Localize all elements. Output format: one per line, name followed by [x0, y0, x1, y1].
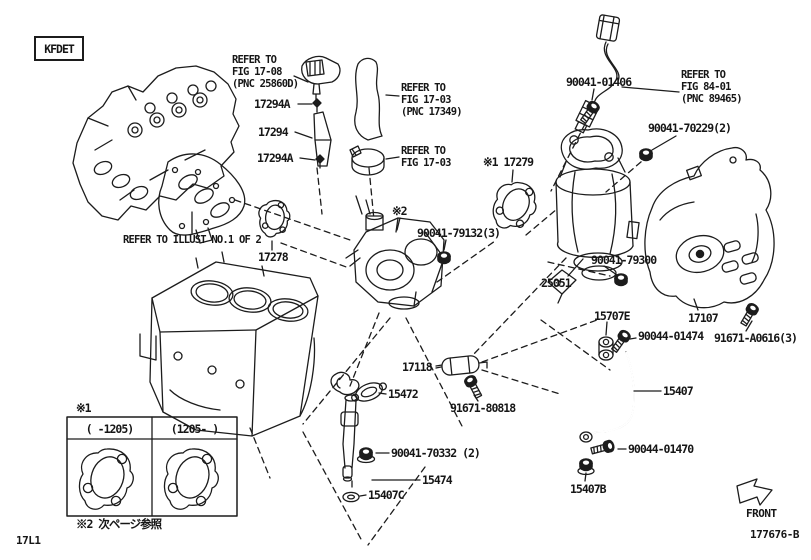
part-label-17107: 17107: [688, 311, 719, 325]
note-refer-fig-17-08: REFER TO FIG 17-08 (PNC 25860D): [232, 54, 299, 91]
bolt-90044-01470: [589, 438, 617, 458]
exhaust-manifold-drawing: [159, 154, 245, 243]
clip-17294a-lower-drawing: [316, 155, 324, 168]
part-label-15474: 15474: [422, 473, 453, 487]
part-label-91671-80818: 91671-80818: [450, 401, 516, 415]
part-label-15407c: 15407C: [368, 488, 405, 502]
nut-90041-70332: [358, 447, 375, 462]
gasket-17279-drawing: [490, 179, 540, 233]
nut-90041-79132: [437, 251, 451, 265]
note-refer-fig-17-03: REFER TO FIG 17-03: [401, 145, 451, 170]
air-hose-drawing: [355, 58, 382, 140]
nut-15407b: [578, 458, 594, 474]
part-label-90044-01470: 90044-01470: [628, 442, 694, 456]
part-label-25051: 25051: [541, 276, 572, 290]
part-label-17294a-upper: 17294A: [254, 97, 291, 111]
part-label-17118: 17118: [402, 360, 433, 374]
part-label-90041-70332: 90041-70332 (2): [391, 446, 481, 460]
turbo-assembly-drawing: [346, 196, 444, 309]
bolt-91671-a0616: [737, 300, 762, 329]
inset-table-drawing: [67, 417, 237, 516]
part-label-90044-01474: 90044-01474: [638, 329, 704, 343]
front-label: FRONT: [746, 507, 777, 520]
part-label-17294: 17294: [258, 125, 289, 139]
part-label-17278: 17278: [258, 250, 289, 264]
part-label-15707e: 15707E: [594, 309, 631, 323]
note-refer-illust: REFER TO ILLUST NO.1 OF 2: [123, 234, 262, 246]
cylinder-head-drawing: [73, 66, 239, 220]
doc-number: 177676-B: [750, 528, 799, 541]
label-leader-lines: [192, 76, 752, 496]
part-label-17294a-lower: 17294A: [257, 151, 294, 165]
table-col1-header: ( -1205): [85, 422, 134, 436]
part-label-91671-a0616: 91671-A0616(3): [714, 331, 798, 345]
part-label-15407b: 15407B: [570, 482, 607, 496]
bolt-90041-01406: [577, 98, 603, 126]
star2-note: ※2 次ページ参照: [76, 517, 162, 531]
catalytic-converter-drawing: [548, 129, 639, 303]
star1-table-marker: ※1: [76, 401, 92, 415]
hose-17294-drawing: [314, 112, 331, 166]
hose-clamp-drawing: [350, 146, 384, 175]
part-label-90041-79300: 90041-79300: [591, 253, 657, 267]
note-refer-fig-17-03-pnc: REFER TO FIG 17-03 (PNC 17349): [401, 82, 463, 119]
oil-pipe-15474-drawing: [331, 372, 359, 481]
part-label-15407: 15407: [663, 384, 694, 398]
washer-15407c: [342, 491, 360, 503]
table-col2-header: (1205- ): [170, 422, 219, 436]
oil-pipe-15407-drawing: [580, 352, 634, 442]
note-refer-fig-84-01: REFER TO FIG 84-01 (PNC 89465): [681, 69, 743, 106]
star2-marker: ※2: [392, 204, 408, 218]
part-label-90041-79132: 90041-79132(3): [417, 226, 501, 240]
gasket-15472-drawing: [349, 378, 389, 407]
bolt-91671-80818: [461, 372, 486, 401]
engine-code-box: KFDET: [34, 36, 84, 61]
front-arrow-icon: [737, 479, 772, 505]
part-label-90041-01406: 90041-01406: [566, 75, 632, 89]
part-label-90041-70229: 90041-70229(2): [648, 121, 732, 135]
clip-17294a-upper-drawing: [313, 99, 321, 112]
heat-shield-drawing: [645, 148, 774, 308]
nut-90041-70229: [639, 148, 653, 162]
engine-block-drawing: [140, 252, 318, 436]
part-17118-drawing: [436, 355, 487, 376]
part-label-15472: 15472: [388, 387, 419, 401]
clamp-15707e-drawing: [599, 337, 613, 360]
page-code: 17L1: [16, 534, 41, 547]
part-label-17279: ※1 17279: [483, 155, 534, 169]
map-sensor-drawing: [302, 56, 340, 101]
